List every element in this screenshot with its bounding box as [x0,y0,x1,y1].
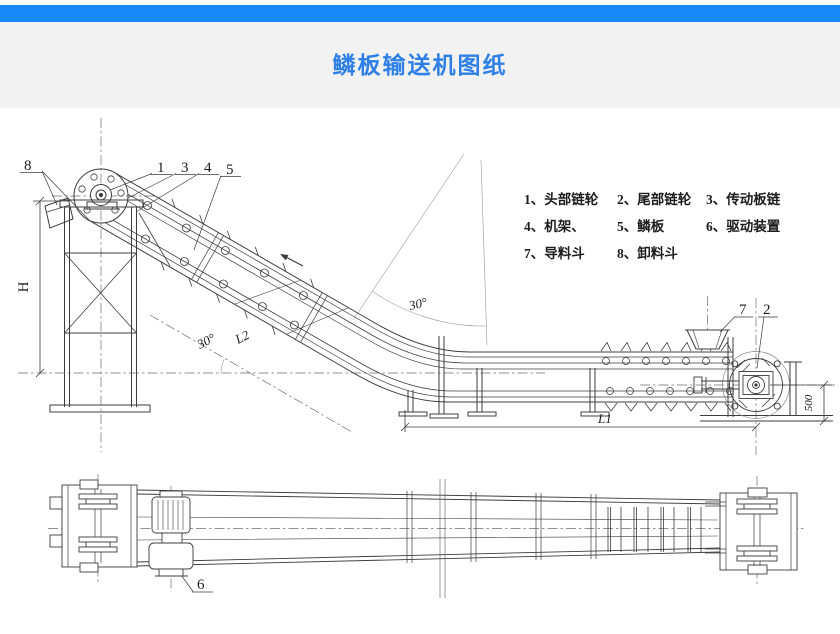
drive-unit [148,490,194,577]
plan-view [49,479,798,598]
label-part-8: 8 [24,158,32,174]
legend-item-7: 7、导料斗 [524,246,585,261]
label-dim-L1: L1 [597,411,612,426]
label-dim-H: H [16,281,32,292]
feed-hopper [685,329,730,350]
plan-scale-plates [607,507,702,552]
legend-item-1: 1、头部链轮 [524,192,599,207]
part-labels: 8 1 3 4 5 7 2 6 [24,158,771,593]
support-tower [49,199,171,413]
tail-sprocket [693,351,790,419]
legend-item-4: 4、机架、 [524,219,585,234]
dimension-500 [770,380,832,426]
label-part-3: 3 [181,160,189,176]
legend-item-8: 8、卸料斗 [617,246,678,261]
incline-chain-rollers [141,198,315,335]
label-part-2: 2 [763,302,771,318]
label-part-5: 5 [226,162,234,178]
dimension-L1 [400,410,761,432]
label-part-7: 7 [739,302,747,318]
plan-tail-shaft [705,487,798,575]
page-title: 鳞板输送机图纸 [332,52,508,78]
upper-run [600,341,732,365]
label-angle-curve: 30° [407,294,429,313]
leader-lines [20,170,778,593]
support-legs [398,336,610,419]
horizontal-run-plates [600,341,734,412]
construction-lines [220,153,488,374]
header-panel [0,22,840,108]
label-part-6: 6 [197,577,205,593]
label-part-4: 4 [204,160,212,176]
dimension-H [33,196,70,378]
conveyor-band [87,172,733,403]
dimension-labels: H L1 L2 30° 30° 500 [16,281,815,426]
discharge-chute [44,197,74,229]
lower-run [604,387,734,412]
legend-item-3: 3、传动板链 [706,192,781,207]
plan-head-shaft [49,479,138,573]
label-part-1: 1 [157,160,165,176]
label-dim-L2: L2 [232,327,252,347]
label-angle-incline: 30° [194,330,218,352]
legend-item-6: 6、驱动装置 [706,219,781,234]
header-accent-bar [0,5,840,22]
legend-item-5: 5、鳞板 [617,219,665,234]
travel-direction-arrow [280,254,304,267]
legend-item-2: 2、尾部链轮 [617,192,692,207]
parts-legend: 1、头部链轮 2、尾部链轮 3、传动板链 4、机架、 5、鳞板 6、驱动装置 7… [524,188,780,262]
label-dim-500: 500 [803,394,815,411]
